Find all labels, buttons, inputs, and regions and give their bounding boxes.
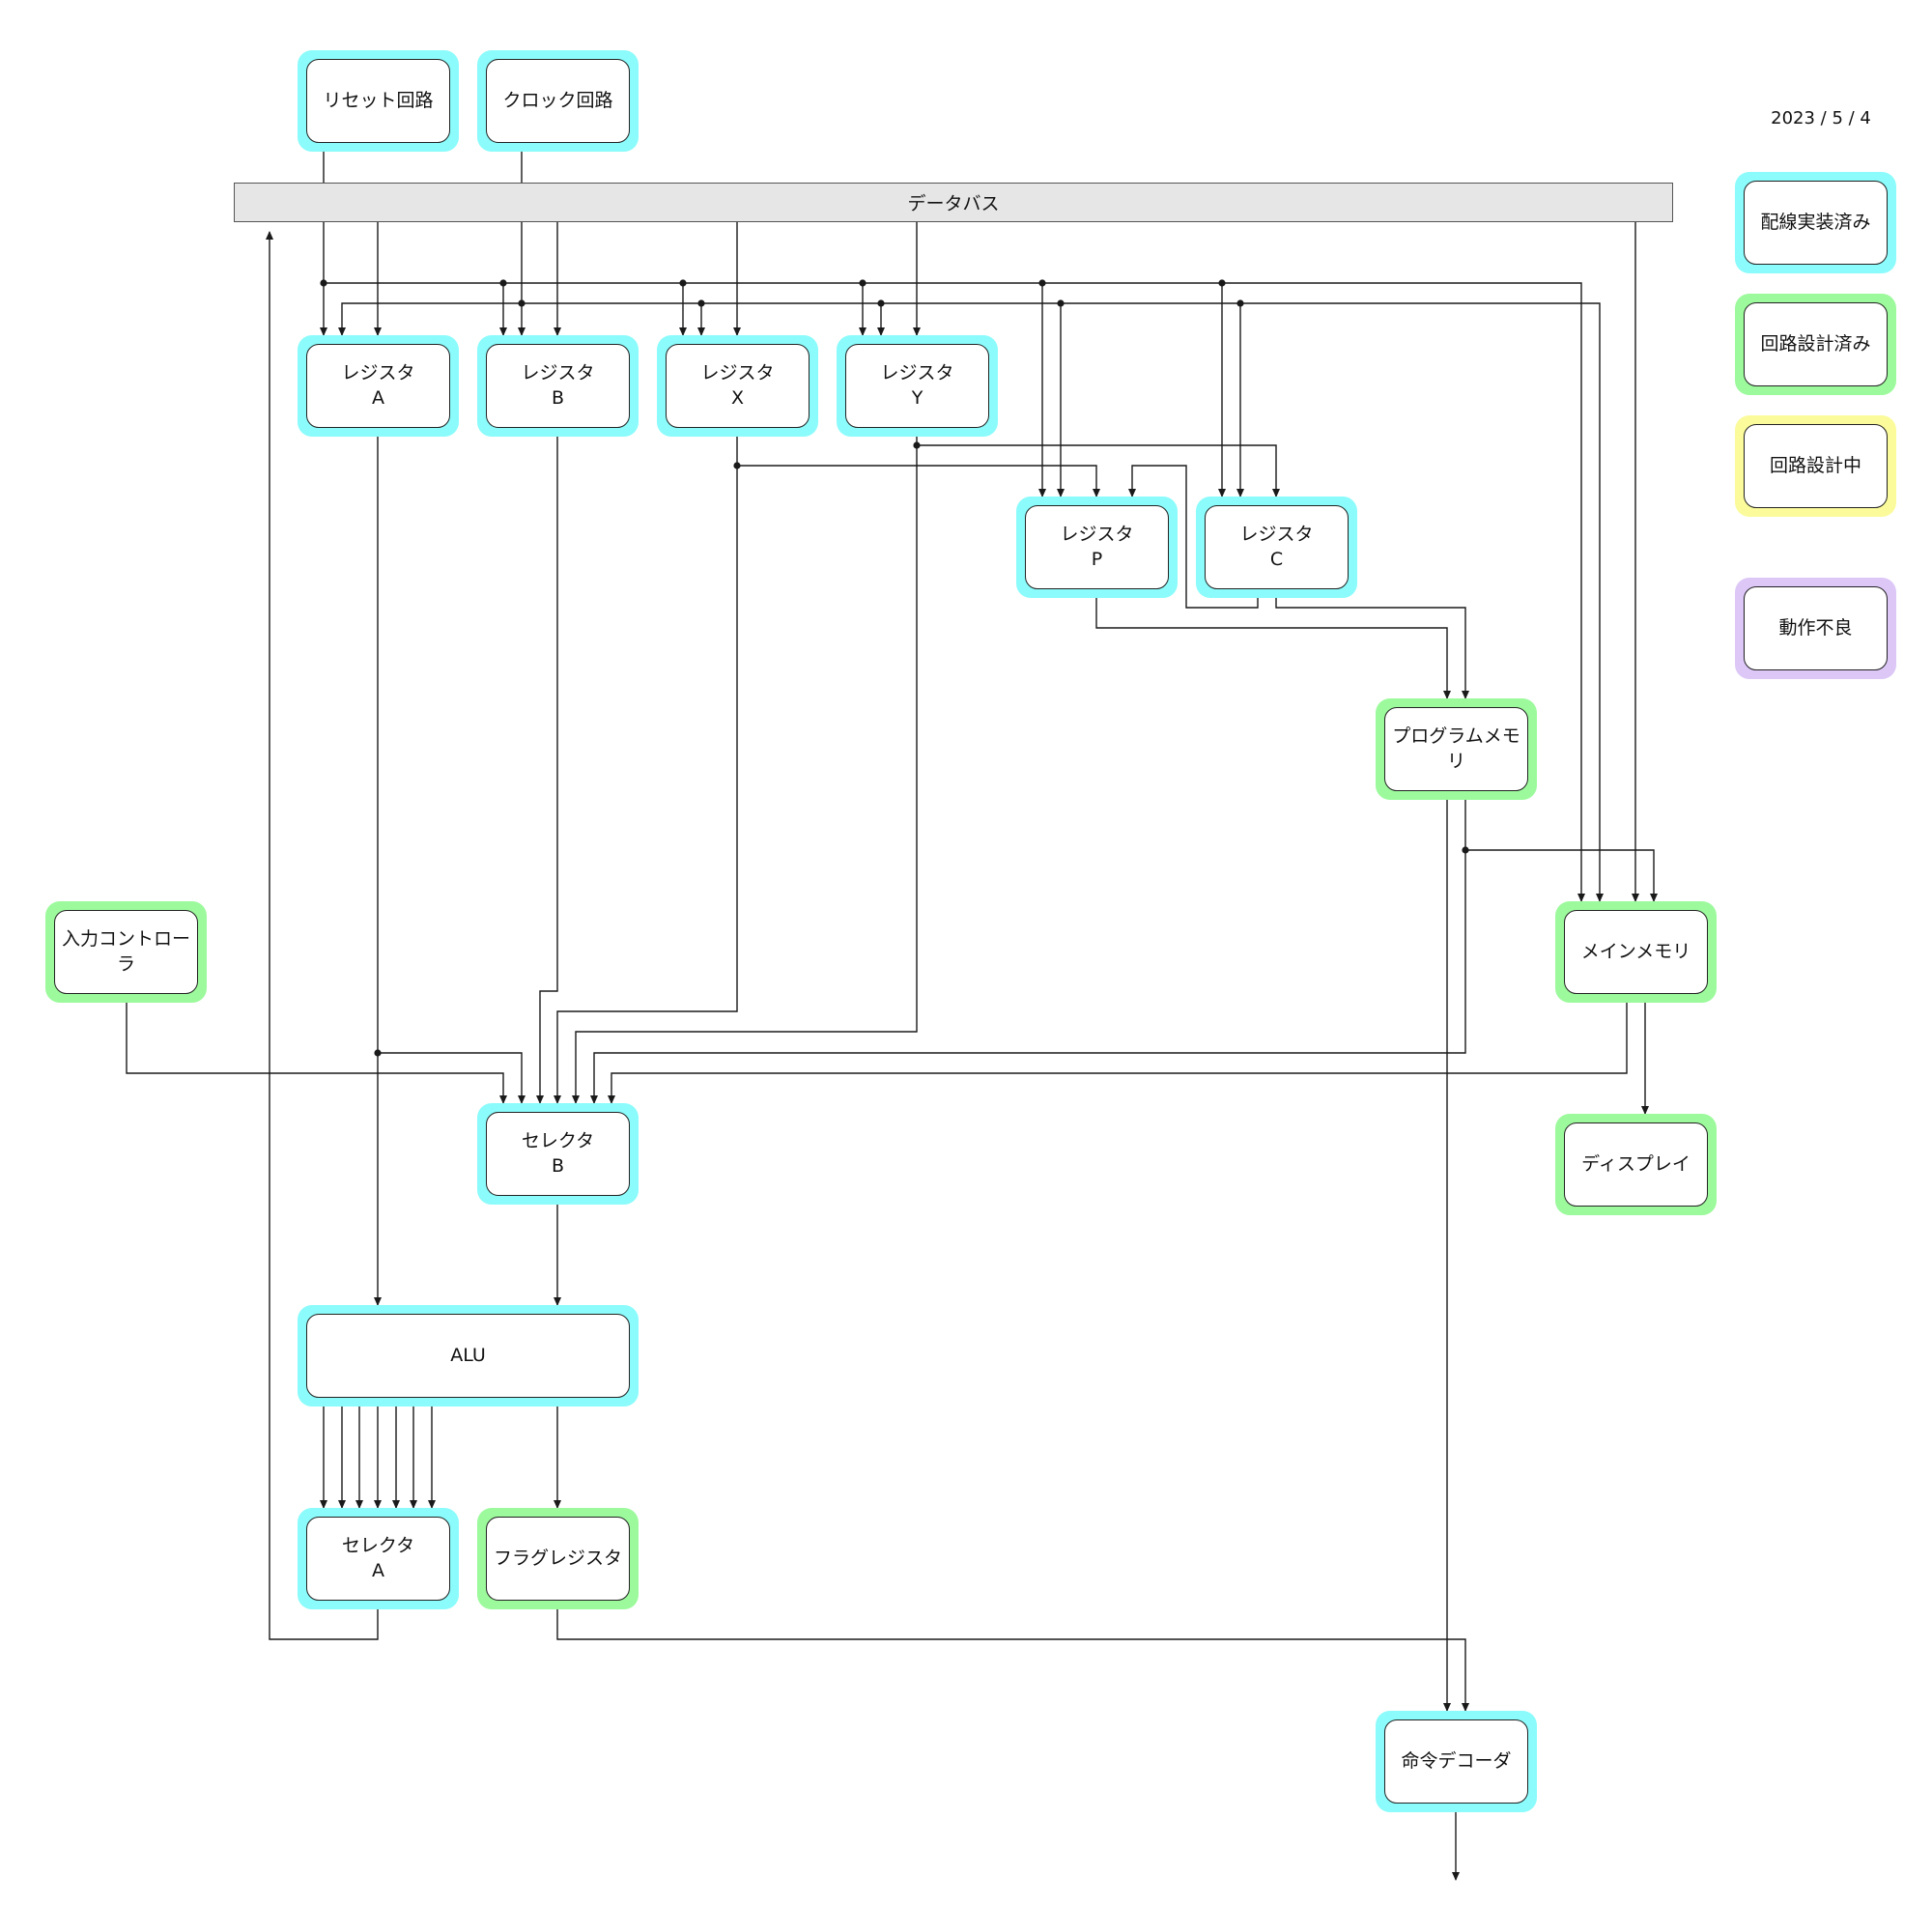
block-sublabel: B xyxy=(551,386,565,409)
block-label: セレクタ xyxy=(521,1129,595,1151)
data-bus: データバス xyxy=(234,183,1673,222)
wire-20 xyxy=(917,444,1280,497)
instruction-decoder-block: 命令デコーダ xyxy=(1376,1711,1537,1812)
wire-26 xyxy=(1465,849,1658,902)
wire-22 xyxy=(1095,598,1451,699)
block-label: レジスタ xyxy=(700,361,775,384)
wire-32 xyxy=(554,437,738,1104)
block-label: 命令デコーダ xyxy=(1401,1749,1512,1772)
wire-34 xyxy=(126,1003,507,1104)
block-sublabel: P xyxy=(1091,548,1103,570)
clock-circuit-block: クロック回路 xyxy=(477,50,639,152)
wire-23 xyxy=(1275,598,1469,699)
input-controller-block: 入力コントローラ xyxy=(45,901,207,1003)
block-label: フラグレジスタ xyxy=(493,1547,622,1569)
junction-dot xyxy=(374,1049,382,1057)
selector-a-block: セレクタ A xyxy=(298,1508,459,1609)
block-label: レジスタ xyxy=(341,361,415,384)
junction-dot xyxy=(877,299,885,307)
junction-dot xyxy=(499,279,507,287)
alu-block: ALU xyxy=(298,1305,639,1406)
block-label: 入力コントローラ xyxy=(61,927,190,975)
main-memory-block: メインメモリ xyxy=(1555,901,1717,1003)
junction-dot xyxy=(697,299,705,307)
block-label: ディスプレイ xyxy=(1581,1152,1690,1175)
block-label: ALU xyxy=(450,1344,486,1366)
junction-dot xyxy=(1218,279,1226,287)
legend-label: 配線実装済み xyxy=(1760,211,1871,233)
selector-b-block: セレクタ B xyxy=(477,1103,639,1205)
block-label: レジスタ xyxy=(880,361,954,384)
block-label: クロック回路 xyxy=(502,89,613,111)
block-label: レジスタ xyxy=(1060,523,1134,545)
block-sublabel: C xyxy=(1269,548,1284,570)
junction-dot xyxy=(1038,279,1046,287)
junction-dot xyxy=(1057,299,1065,307)
block-label: プログラムメモリ xyxy=(1392,724,1520,772)
block-sublabel: X xyxy=(730,386,744,409)
register-p-block: レジスタ P xyxy=(1016,497,1178,598)
legend-faulty: 動作不良 xyxy=(1735,578,1896,679)
wire-44 xyxy=(266,231,379,1640)
block-label: リセット回路 xyxy=(323,89,434,111)
block-label: レジスタ xyxy=(1239,523,1314,545)
wire-1 xyxy=(324,282,1585,902)
junction-dot xyxy=(679,279,687,287)
wire-25 xyxy=(590,800,1466,1104)
junction-dot xyxy=(320,279,327,287)
wire-30 xyxy=(378,1052,526,1104)
reset-circuit-block: リセット回路 xyxy=(298,50,459,152)
wire-21 xyxy=(1128,465,1259,609)
junction-dot xyxy=(1236,299,1244,307)
wire-31 xyxy=(536,437,558,1104)
junction-dot xyxy=(1462,846,1469,854)
block-sublabel: B xyxy=(551,1154,565,1177)
legend-designed: 回路設計済み xyxy=(1735,294,1896,395)
legend-label: 回路設計中 xyxy=(1769,454,1861,476)
wire-33 xyxy=(572,437,918,1104)
display-block: ディスプレイ xyxy=(1555,1114,1717,1215)
legend-wired: 配線実装済み xyxy=(1735,172,1896,273)
wire-45 xyxy=(556,1609,1469,1712)
date-label: 2023 / 5 / 4 xyxy=(1771,108,1871,128)
wire-28 xyxy=(608,1003,1628,1104)
block-sublabel: A xyxy=(372,1559,384,1581)
block-sublabel: Y xyxy=(911,386,923,409)
wire-19 xyxy=(737,465,1100,497)
junction-dot xyxy=(859,279,867,287)
junction-dot xyxy=(518,299,526,307)
legend-label: 動作不良 xyxy=(1778,616,1853,639)
block-label: レジスタ xyxy=(521,361,595,384)
program-memory-block: プログラムメモリ xyxy=(1376,698,1537,800)
legend-label: 回路設計済み xyxy=(1760,332,1871,355)
legend-designing: 回路設計中 xyxy=(1735,415,1896,517)
register-c-block: レジスタ C xyxy=(1196,497,1357,598)
block-label: メインメモリ xyxy=(1580,940,1691,962)
flag-register-block: フラグレジスタ xyxy=(477,1508,639,1609)
wire-8 xyxy=(338,302,522,336)
block-sublabel: A xyxy=(371,386,384,409)
block-label: セレクタ xyxy=(341,1534,415,1556)
